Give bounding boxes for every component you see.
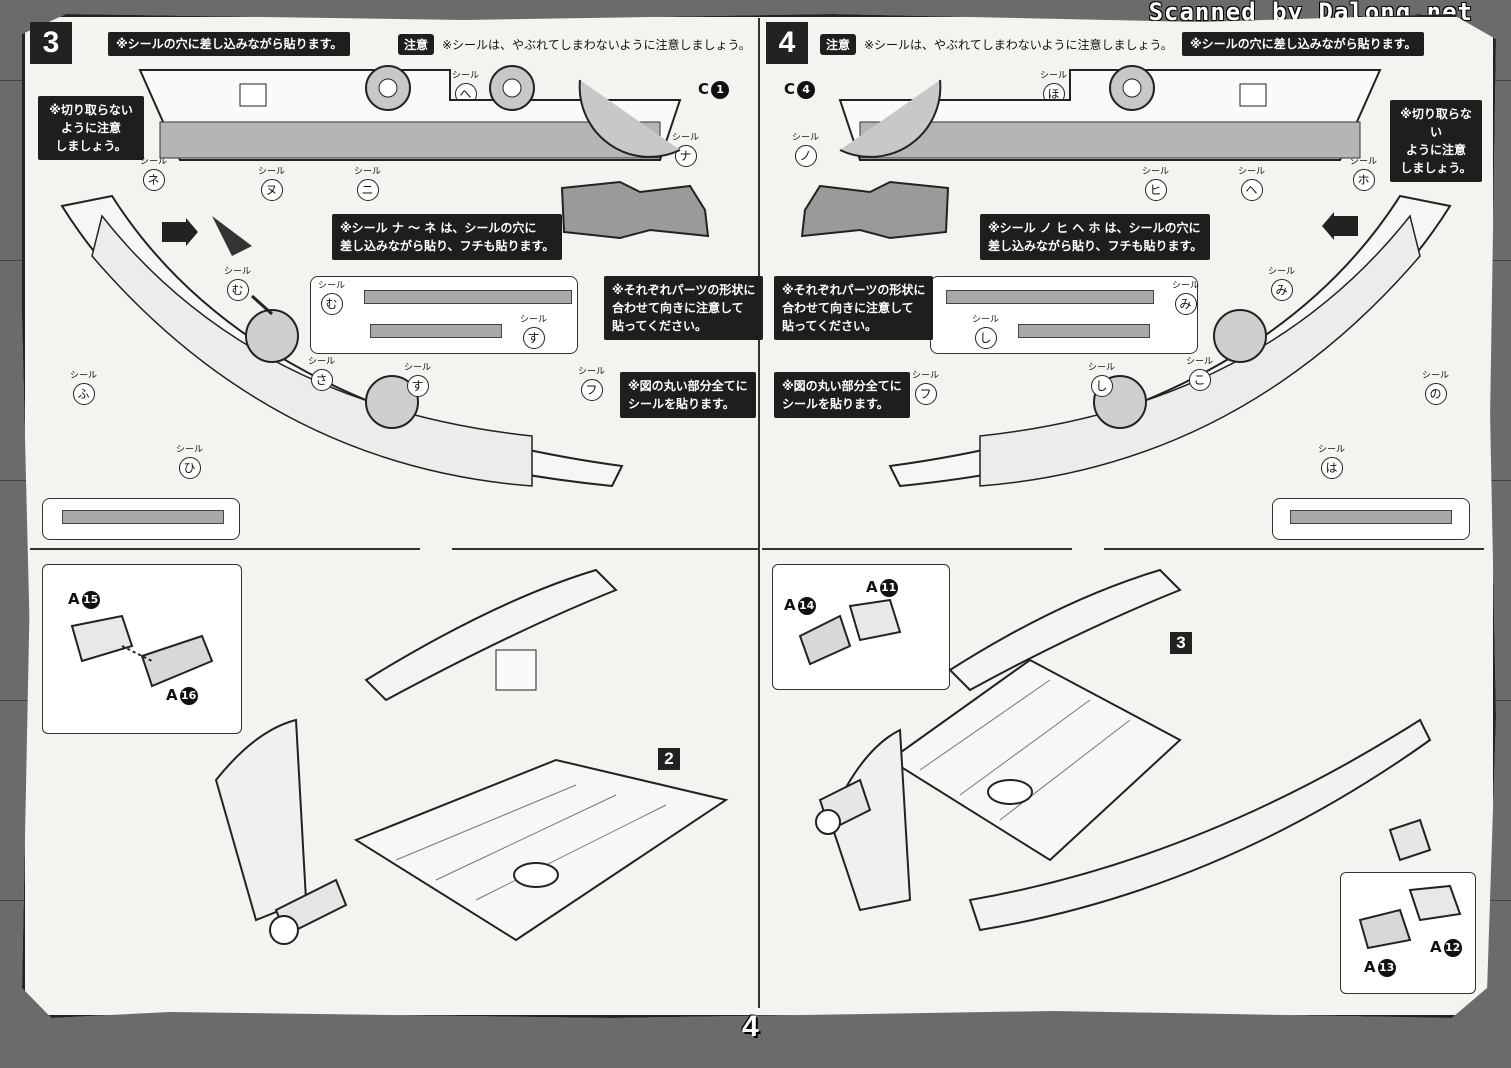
sticker-strip-mu — [364, 290, 572, 304]
step4-caution-label: 注意 — [820, 34, 857, 55]
sticker-mu: シールむ — [318, 282, 345, 315]
step3-section-divider — [30, 548, 420, 550]
sticker-mi-2: シールみ — [1268, 268, 1295, 301]
step4-hull-curve-diagram — [888, 194, 1452, 488]
step3-shape-note: ※それぞれパーツの形状に 合わせて向きに注意して 貼ってください。 — [604, 276, 764, 340]
step3-tear-note: ※切り取らない ように注意 しましょう。 — [38, 96, 144, 160]
sticker-no-hira: シールの — [1422, 372, 1449, 405]
step4-cannon-parts-diagram-2 — [1358, 884, 1462, 950]
step3-caution-label: 注意 — [398, 34, 435, 55]
step3-direction-arrow — [162, 218, 198, 246]
step4-sticker-callout — [930, 276, 1198, 354]
sticker-strip-hi — [62, 510, 224, 524]
sticker-ha: シールは — [1318, 446, 1345, 479]
sticker-sa: シールさ — [308, 358, 335, 391]
step3-round-note: ※図の丸い部分全てに シールを貼ります。 — [620, 372, 756, 418]
page-number: 4 — [742, 1010, 759, 1043]
sticker-hi: シールひ — [176, 446, 203, 479]
center-divider — [758, 18, 760, 1008]
sticker-ho-kata: シールホ — [1350, 158, 1377, 191]
sticker-shi: シールし — [972, 316, 999, 349]
step3-sticker-sheet-piece — [560, 180, 710, 240]
step4-tear-note: ※切り取らない ように注意 しましょう。 — [1390, 100, 1482, 182]
step3-insert-note: ※シール ナ ～ ネ は、シールの穴に 差し込みながら貼り、フチも貼ります。 — [332, 214, 563, 260]
step-3-number: 3 — [30, 22, 72, 64]
sticker-mu-2: シールむ — [224, 268, 251, 301]
step3-substep-2: 2 — [658, 748, 680, 770]
sticker-fu-kata: シールフ — [578, 368, 605, 401]
step4-substep-3: 3 — [1170, 632, 1192, 654]
step4-insert-top-note: ※シールの穴に差し込みながら貼ります。 — [1182, 32, 1425, 56]
sticker-ko: シールこ — [1186, 358, 1213, 391]
step4-section-divider — [1104, 548, 1484, 550]
step3-insert-top-note: ※シールの穴に差し込みながら貼ります。 — [108, 32, 351, 56]
step3-hull-curve-diagram — [60, 194, 624, 488]
sticker-fu-kata-2: シールフ — [912, 372, 939, 405]
step3-section-divider — [452, 548, 758, 550]
sticker-hi-kata: シールヒ — [1142, 168, 1169, 201]
step4-insert-note: ※シール ノ ヒ ヘ ホ は、シールの穴に 差し込みながら貼り、フチも貼ります。 — [980, 214, 1211, 260]
step3-hull-side-diagram — [138, 65, 682, 161]
step3-cannon-inset — [42, 564, 242, 734]
sticker-strip-su — [370, 324, 502, 338]
sticker-no: シールノ — [792, 134, 819, 167]
step4-direction-arrow — [1322, 212, 1358, 240]
sticker-he-kata: シールヘ — [1238, 168, 1265, 201]
step4-round-note: ※図の丸い部分全てに シールを貼ります。 — [774, 372, 910, 418]
step3-caution-text: ※シールは、やぶれてしまわないように注意しましょう。 — [442, 38, 751, 52]
step-4-number: 4 — [766, 22, 808, 64]
step4-hull-side-diagram — [838, 65, 1382, 161]
step4-sticker-sheet-piece — [800, 180, 950, 240]
sticker-ne: シールネ — [140, 158, 167, 191]
step3-deck-assembly-diagram — [214, 568, 729, 945]
sticker-su: シールす — [520, 316, 547, 349]
sticker-strip-ha — [1290, 510, 1452, 524]
sticker-su-2: シールす — [404, 364, 431, 397]
sticker-ni: シールニ — [354, 168, 381, 201]
step4-shape-note: ※それぞれパーツの形状に 合わせて向きに注意して 貼ってください。 — [774, 276, 934, 340]
sticker-nu-kata: シールヌ — [258, 168, 285, 201]
step4-cannon-parts-diagram — [798, 598, 902, 666]
step4-section-divider — [762, 548, 1072, 550]
sticker-strip-mi — [946, 290, 1154, 304]
step4-deck-assembly-diagram — [815, 568, 1432, 932]
sticker-fu: シールふ — [70, 372, 97, 405]
sticker-shi-2: シールし — [1088, 364, 1115, 397]
step4-caution-text: ※シールは、やぶれてしまわないように注意しましょう。 — [864, 38, 1173, 52]
sticker-strip-shi — [1018, 324, 1150, 338]
sticker-mi: シールみ — [1172, 282, 1199, 315]
step3-cannon-parts-diagram — [70, 614, 214, 688]
